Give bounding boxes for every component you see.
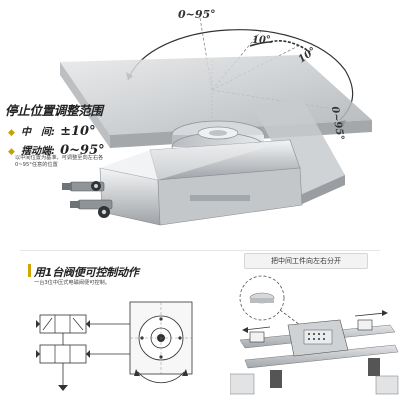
bullet-icon: ◆	[8, 147, 15, 157]
adjusting-screw-upper	[62, 181, 105, 192]
bullet-icon: ◆	[8, 128, 15, 138]
valve-control-subtitle: 一台3位中压式电磁阀便可控制。	[34, 280, 110, 286]
detail-banner: 把中间工件向左右分开	[244, 253, 368, 269]
angle-label-left: 10°	[252, 35, 271, 46]
dot-grid	[308, 333, 325, 340]
end-value: 0~95°	[60, 143, 105, 158]
rotation-arc	[127, 29, 354, 121]
rotary-actuator-illustration	[60, 17, 372, 226]
middle-range-row: ◆ 中 间: ±10°	[8, 120, 96, 139]
valve-control-title: 用1台阀便可控制动作	[34, 266, 139, 279]
section-marker	[28, 264, 31, 277]
rotary-table-top-view	[129, 301, 193, 375]
stop-position-note: 以中间位置为基准，可调整至向左右各0~95°任意的位置	[15, 155, 104, 168]
pneumatic-circuit-diagram	[36, 301, 193, 391]
end-range-row: ◆ 摆动端: 0~95°	[8, 139, 105, 158]
middle-value: ±10°	[60, 124, 96, 139]
adjusting-screw-lower	[70, 199, 113, 218]
angle-label-top: 0~95°	[178, 8, 216, 21]
middle-label: 中 间:	[21, 127, 56, 138]
sorting-mechanism-illustration	[230, 275, 399, 395]
stop-position-title: 停止位置调整范围	[5, 103, 103, 118]
end-label: 摆动端:	[21, 146, 56, 157]
section-divider	[20, 250, 380, 251]
valve-symbol	[36, 314, 90, 334]
